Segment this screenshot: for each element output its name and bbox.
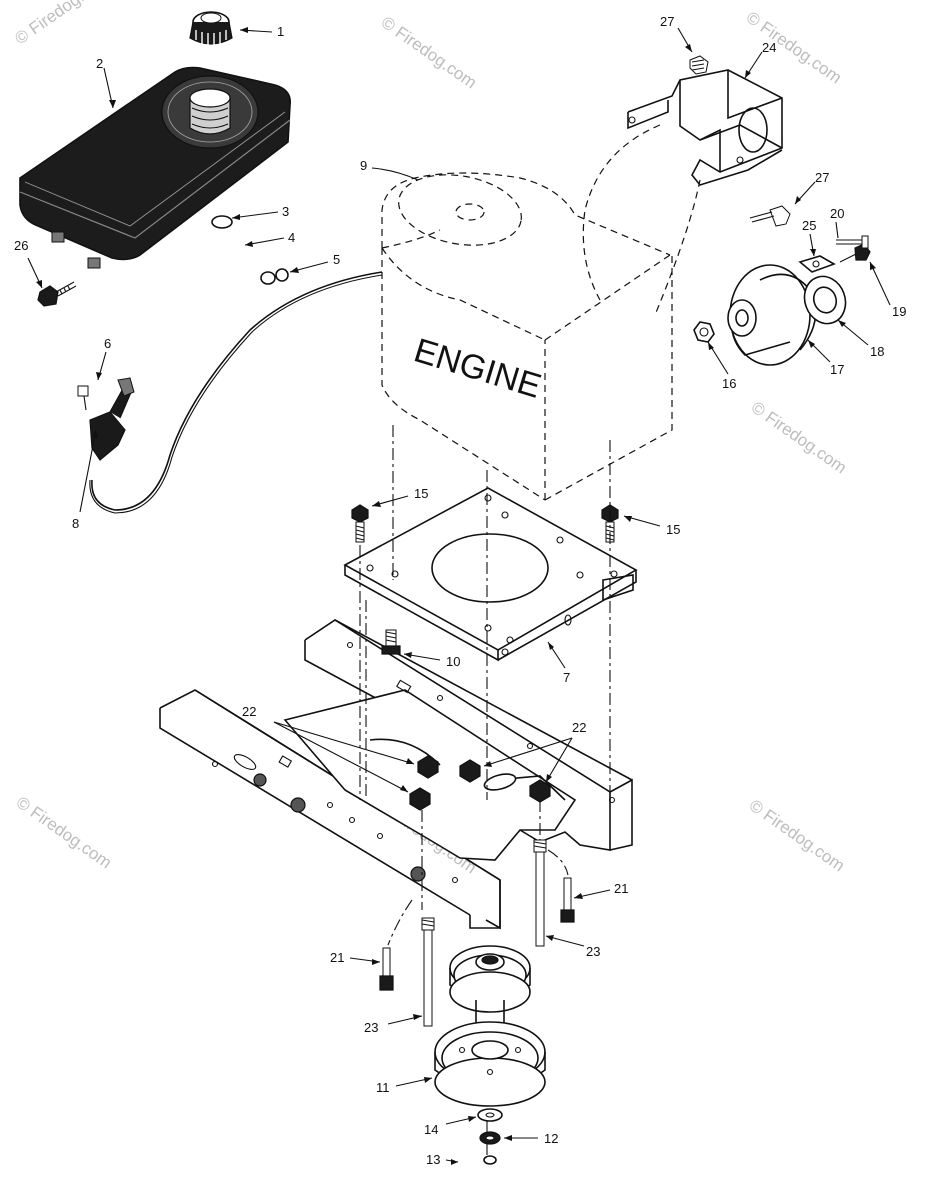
callout-10: 10 — [446, 654, 460, 669]
watermark: © Firedog.com — [748, 398, 850, 478]
gasket-part — [803, 275, 847, 325]
drain-bolt-part — [37, 281, 77, 307]
callout-15-right: 15 — [666, 522, 680, 537]
washer-parts — [477, 1108, 503, 1165]
callout-27-top: 27 — [660, 14, 674, 29]
fuel-cap-part — [189, 11, 233, 46]
callout-4: 4 — [288, 230, 295, 245]
callout-24: 24 — [762, 40, 776, 55]
callout-21-left: 21 — [330, 950, 344, 965]
throttle-cable — [89, 271, 383, 514]
callout-9: 9 — [360, 158, 367, 173]
stud-part — [381, 629, 401, 655]
stud-23-parts — [421, 839, 547, 1027]
watermark: © Firedog.com — [378, 13, 480, 93]
pulley-part — [434, 945, 546, 1107]
callout-7: 7 — [563, 670, 570, 685]
callout-2: 2 — [96, 56, 103, 71]
callout-26: 26 — [14, 238, 28, 253]
callout-25: 25 — [802, 218, 816, 233]
engine-label: ENGINE — [410, 331, 546, 405]
callout-16: 16 — [722, 376, 736, 391]
callout-23-left: 23 — [364, 1020, 378, 1035]
muffler-bolts — [798, 235, 871, 273]
engine-plate-part — [343, 487, 638, 662]
muffler-part — [727, 264, 817, 366]
muffler-bracket-part — [627, 55, 791, 227]
callout-22-left: 22 — [242, 704, 256, 719]
callout-3: 3 — [282, 204, 289, 219]
callout-11: 11 — [376, 1080, 390, 1095]
callout-23-right: 23 — [586, 944, 600, 959]
lock-ring-part — [693, 321, 715, 343]
watermark: © Firedog.com — [746, 796, 848, 876]
callout-12: 12 — [544, 1131, 558, 1146]
engine-part: ENGINE — [381, 172, 673, 501]
callout-15-left: 15 — [414, 486, 428, 501]
callout-20: 20 — [830, 206, 844, 221]
callout-14: 14 — [424, 1122, 438, 1137]
callout-8: 8 — [72, 516, 79, 531]
callout-5: 5 — [333, 252, 340, 267]
callout-19: 19 — [892, 304, 906, 319]
callout-13: 13 — [426, 1152, 440, 1167]
watermark: © Firedog.com — [11, 0, 113, 48]
callout-27-right: 27 — [815, 170, 829, 185]
callout-6: 6 — [104, 336, 111, 351]
tractor-frame-part — [159, 619, 633, 930]
bolt-21-parts — [379, 877, 575, 991]
lock-nut-parts — [409, 755, 551, 811]
watermark: © Firedog.com — [743, 8, 845, 88]
callout-1: 1 — [277, 24, 284, 39]
callouts: 1 2 3 4 5 26 6 8 9 27 24 27 20 — [14, 14, 906, 1167]
fuel-line-parts — [211, 215, 289, 285]
alignment-lines — [359, 425, 611, 1160]
watermark: © Firedog.com — [13, 793, 115, 873]
callout-21-right: 21 — [614, 881, 628, 896]
callout-17: 17 — [830, 362, 844, 377]
fuel-tank-part — [19, 66, 292, 269]
throttle-lever-part — [77, 377, 135, 461]
callout-22-right: 22 — [572, 720, 586, 735]
callout-18: 18 — [870, 344, 884, 359]
